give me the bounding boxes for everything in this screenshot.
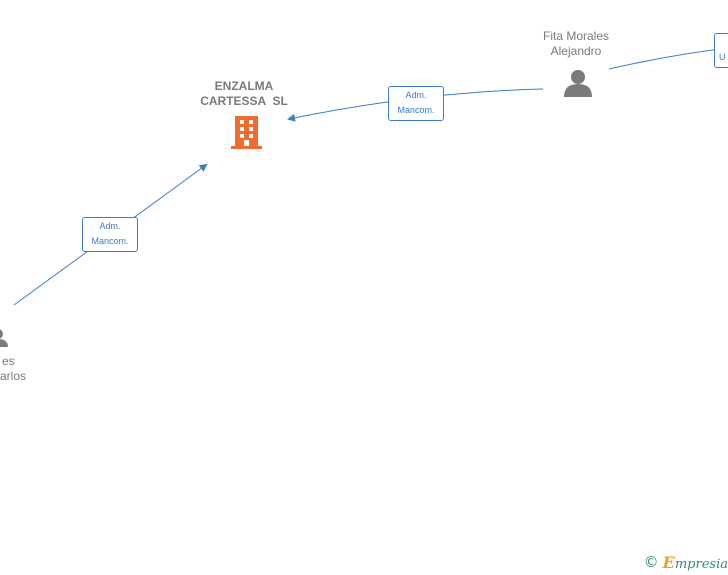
person-name-line1: es	[2, 354, 15, 368]
edge-label-carlos[interactable]: Adm. Mancom.	[82, 217, 138, 252]
company-name-line2: CARTESSA SL	[200, 94, 288, 108]
brand-initial: E	[662, 552, 675, 572]
person-name-alejandro[interactable]: Fita Morales Alejandro	[526, 29, 626, 59]
brand-rest: mpresia	[674, 556, 728, 572]
edge-alejandro-to-right	[608, 47, 728, 70]
edge-label-right[interactable]: U	[714, 33, 728, 68]
person-name-line1: Fita Morales	[542, 29, 610, 43]
edge-label-line2: Mancom.	[91, 236, 129, 246]
person-name-line2: arlos	[0, 369, 26, 383]
copyright-symbol: ©	[643, 553, 659, 571]
edge-label-line2: Mancom.	[397, 105, 435, 115]
edge-label-line2: U	[719, 52, 726, 62]
person-icon[interactable]	[564, 70, 592, 97]
edge-label-alejandro[interactable]: Adm. Mancom.	[388, 86, 444, 121]
company-name[interactable]: ENZALMA CARTESSA SL	[184, 79, 304, 109]
building-icon[interactable]	[231, 116, 262, 149]
person-name-carlos[interactable]: es arlos	[0, 354, 26, 384]
brand-name: Empresia	[663, 553, 728, 572]
company-name-line1: ENZALMA	[214, 79, 274, 93]
brand-watermark: © Empresia	[644, 552, 728, 572]
edge-label-line1	[719, 35, 728, 50]
person-name-line2: Alejandro	[550, 44, 602, 58]
edge-label-line1: Adm.	[99, 221, 121, 231]
person-icon[interactable]	[0, 329, 8, 347]
edge-label-line1: Adm.	[405, 90, 427, 100]
